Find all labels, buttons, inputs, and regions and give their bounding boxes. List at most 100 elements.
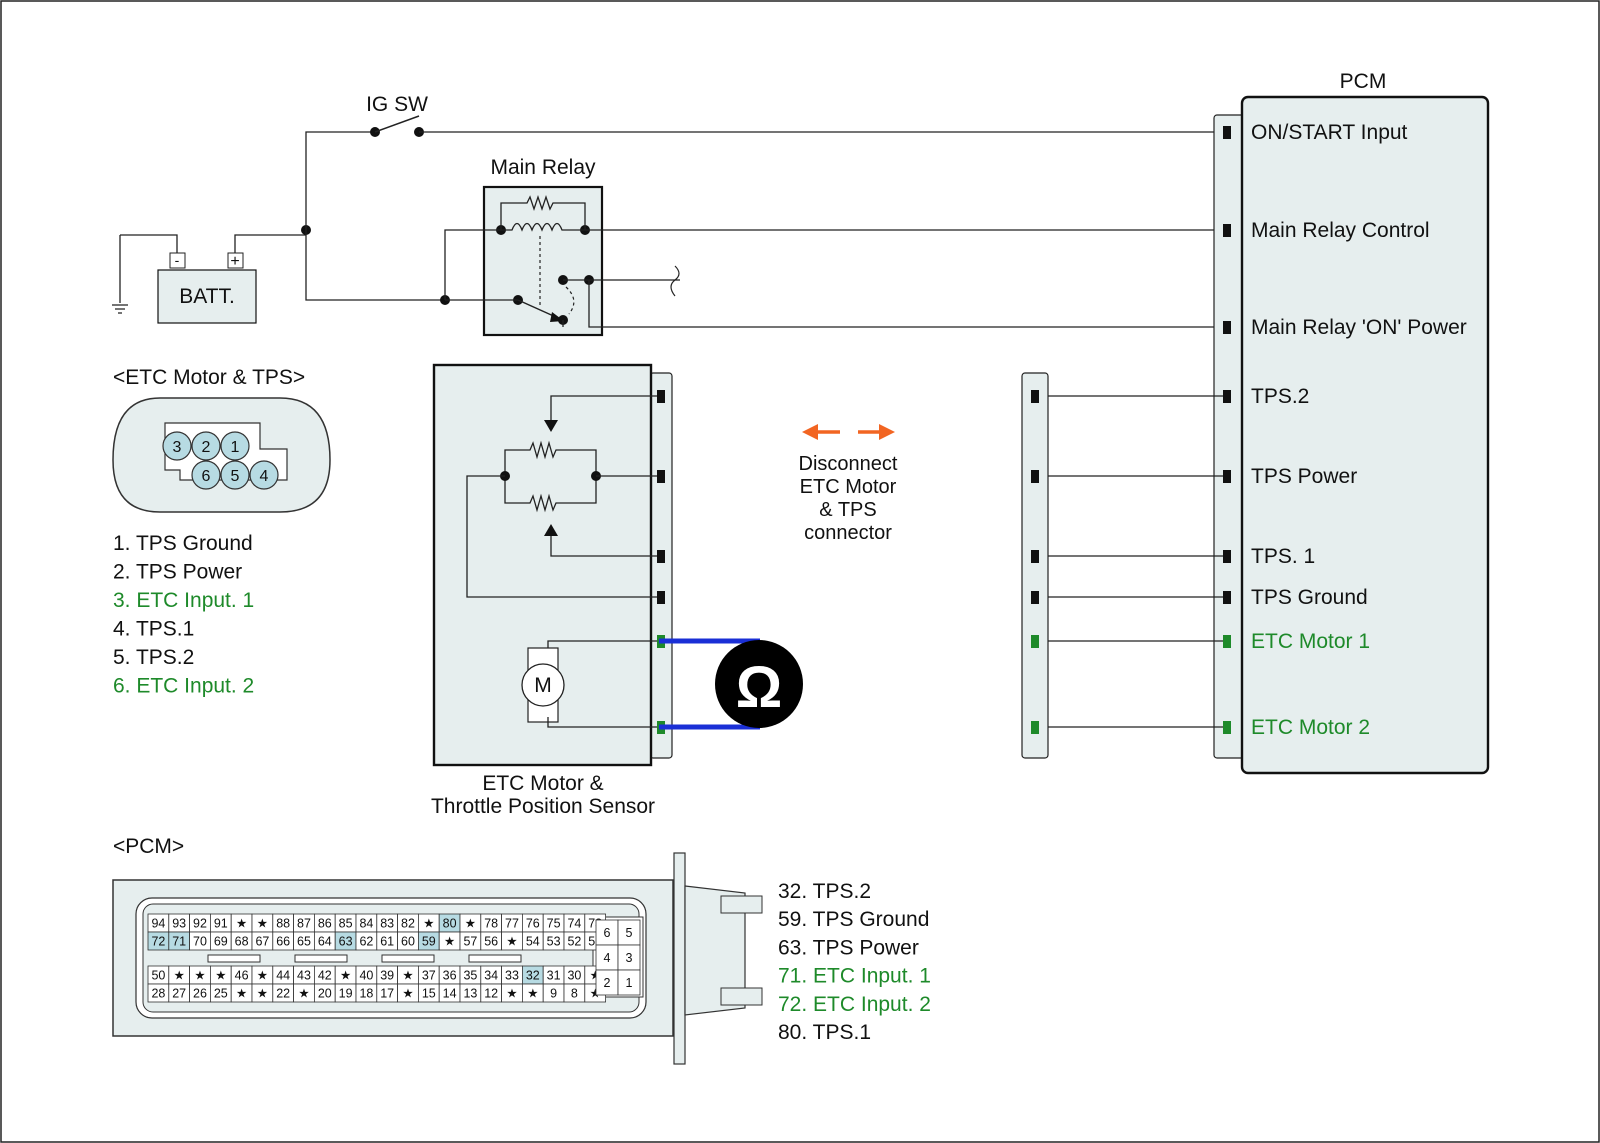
pcm-pin-number: 34	[484, 969, 498, 983]
ohmmeter-icon	[715, 640, 803, 728]
pcm-pin-label: TPS Power	[1251, 465, 1357, 488]
pcm-pin-number: 59	[422, 935, 436, 949]
pcm-pin-number: 40	[359, 969, 373, 983]
battery-label: BATT.	[179, 285, 235, 308]
pcm-pin-number: 28	[151, 987, 165, 1001]
pcm-pin-number: 64	[318, 935, 332, 949]
pcm-connector-strip	[1213, 114, 1246, 759]
pcm-pin-number: ★	[423, 917, 434, 931]
pcm-aux-pin-number: 4	[604, 951, 611, 965]
etc-motor-tps-component: M ETC Motor & Throttle Position Sensor	[431, 363, 673, 818]
main-relay	[482, 185, 604, 337]
pcm-pin-label: TPS. 1	[1251, 545, 1315, 568]
pcm-legend-item: 32. TPS.2	[778, 880, 871, 903]
pcm-pin-number: 71	[172, 935, 186, 949]
battery	[157, 269, 257, 324]
etc-pin-number: 6	[202, 468, 211, 485]
pcm-pin-number: ★	[506, 987, 517, 1001]
pcm-pin-number: 88	[276, 917, 290, 931]
pcm-pin-number: ★	[236, 917, 247, 931]
pcm-pin-terminal	[1223, 390, 1231, 403]
power-circuit: - + BATT. IG SW Main Relay	[112, 93, 1222, 337]
harness-pin-terminal	[1031, 390, 1039, 403]
pcm-pin-terminal	[1223, 635, 1231, 648]
component-caption-line1: ETC Motor &	[482, 772, 603, 795]
ground-icon	[112, 304, 128, 314]
pcm-pin-label: TPS Ground	[1251, 586, 1368, 609]
pcm-pin-number: 43	[297, 969, 311, 983]
harness-pin-terminal	[1031, 721, 1039, 734]
pcm-title: PCM	[1340, 70, 1387, 93]
pcm-pin-terminal	[1223, 550, 1231, 563]
etc-legend-item: 1. TPS Ground	[113, 532, 253, 555]
pcm-pin-label: ETC Motor 2	[1251, 716, 1370, 739]
pcm-pin-terminal	[1223, 470, 1231, 483]
note-line: ETC Motor	[800, 476, 897, 498]
pcm-pin-number: 78	[484, 917, 498, 931]
etc-legend-item: 6. ETC Input. 2	[113, 675, 254, 698]
note-line: Disconnect	[799, 453, 898, 475]
pcm-pin-number: 53	[547, 935, 561, 949]
pcm-pin-number: 35	[463, 969, 477, 983]
pcm-legend-item: 59. TPS Ground	[778, 908, 929, 931]
pcm-pin-number: 46	[235, 969, 249, 983]
pcm-pin-number: ★	[402, 987, 413, 1001]
etc-pin	[191, 431, 221, 461]
battery-minus-terminal	[169, 252, 186, 269]
pcm-pin-number: 37	[422, 969, 436, 983]
pcm-pin-number: 27	[172, 987, 186, 1001]
pcm-pin-number: 54	[526, 935, 540, 949]
harness-pin-terminal	[1031, 470, 1039, 483]
pcm-pin-terminal	[1223, 126, 1231, 139]
pcm-pin-number: 77	[505, 917, 519, 931]
pcm-pin-terminal	[1223, 721, 1231, 734]
pcm-pin-number: 22	[276, 987, 290, 1001]
pcm-pin-number: 93	[172, 917, 186, 931]
pcm-module	[1240, 95, 1490, 775]
pcm-pin-number: 30	[567, 969, 581, 983]
pcm-pin-number: 9	[550, 987, 557, 1001]
pcm-pin-number: 60	[401, 935, 415, 949]
pcm-pin-number: 13	[463, 987, 477, 1001]
pcm-pin-number: ★	[402, 969, 413, 983]
battery-plus-terminal	[227, 252, 244, 269]
arrow-right-icon	[879, 424, 895, 440]
pcm-pin-number: 25	[214, 987, 228, 1001]
pcm-aux-pin-number: 3	[626, 951, 633, 965]
etc-legend-item: 4. TPS.1	[113, 618, 194, 641]
ig-switch-label: IG SW	[366, 93, 428, 116]
ig-switch-blade	[374, 115, 420, 133]
etc-pin-number: 1	[231, 439, 240, 456]
pcm-aux-pin-cell	[617, 969, 641, 996]
ohm-symbol: Ω	[736, 655, 783, 720]
pcm-pin-number: ★	[236, 987, 247, 1001]
pcm-pin-number: 87	[297, 917, 311, 931]
pcm-pin-number: 86	[318, 917, 332, 931]
component-connector-strip	[649, 372, 673, 759]
pcm-aux-pin-number: 2	[604, 976, 611, 990]
harness-connector	[1021, 372, 1049, 759]
pcm-pin-number: ★	[194, 969, 205, 983]
pcm-pin-number: 31	[547, 969, 561, 983]
pcm-pin-number: 76	[526, 917, 540, 931]
etc-pin-number: 5	[231, 468, 240, 485]
battery-plus-label: +	[230, 253, 239, 270]
pcm-pin-number: 19	[339, 987, 353, 1001]
harness-pin-terminal	[1031, 635, 1039, 648]
etc-legend-item: 2. TPS Power	[113, 561, 242, 584]
pcm-pin-number: 72	[151, 935, 165, 949]
arrow-left-icon	[802, 424, 818, 440]
pcm-pin-number: 84	[359, 917, 373, 931]
note-line: connector	[804, 522, 892, 544]
pcm-pin-number: 32	[526, 969, 540, 983]
wire-break-icon	[670, 265, 680, 297]
etc-pin-number: 3	[173, 439, 182, 456]
pcm-pin-number: 91	[214, 917, 228, 931]
pcm-connector-title: <PCM>	[113, 835, 184, 858]
pcm-pin-number: ★	[215, 969, 226, 983]
component-caption-line2: Throttle Position Sensor	[431, 795, 655, 818]
pcm-pin-number: 74	[567, 917, 581, 931]
